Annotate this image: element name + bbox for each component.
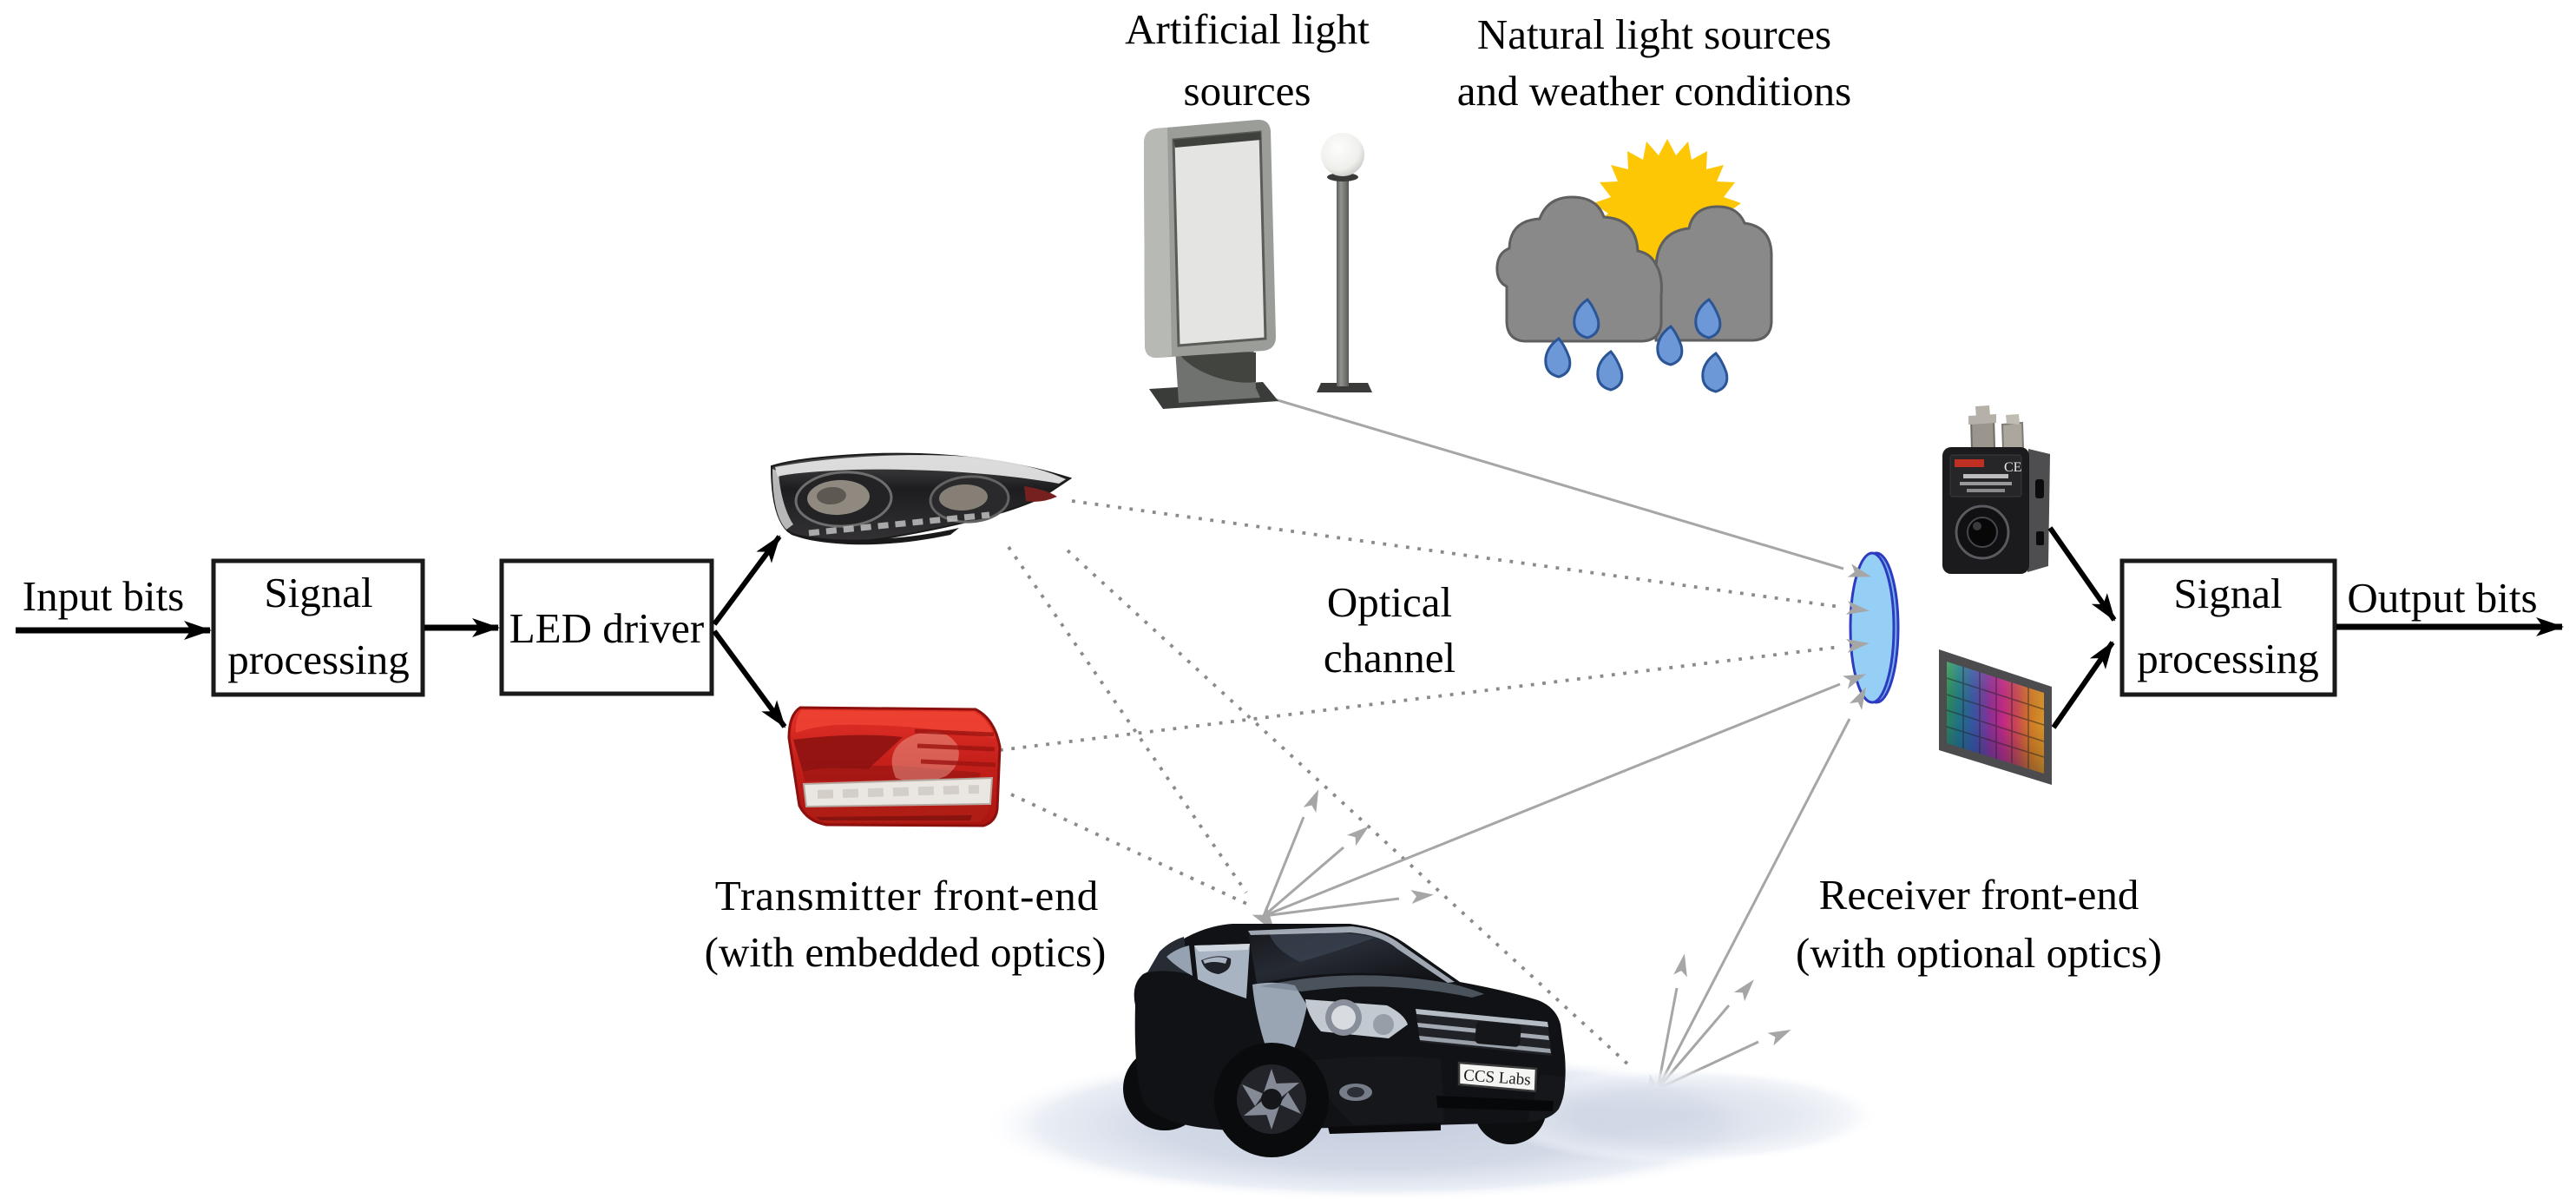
- svg-text:(with optional optics): (with optional optics): [1796, 929, 2162, 977]
- svg-text:Signal: Signal: [264, 569, 372, 616]
- svg-text:Receiver front-end: Receiver front-end: [1819, 871, 2139, 919]
- svg-text:Output bits: Output bits: [2347, 574, 2537, 622]
- svg-text:(with embedded optics): (with embedded optics): [705, 928, 1107, 976]
- svg-text:Optical: Optical: [1327, 578, 1452, 626]
- svg-text:processing: processing: [2137, 635, 2319, 682]
- svg-text:Transmitter front-end: Transmitter front-end: [715, 872, 1099, 919]
- svg-text:sources: sources: [1184, 67, 1311, 115]
- svg-text:and weather conditions: and weather conditions: [1457, 67, 1851, 115]
- svg-text:Signal: Signal: [2173, 570, 2282, 617]
- svg-text:CE: CE: [2004, 460, 2021, 475]
- svg-text:LED driver: LED driver: [509, 604, 705, 652]
- svg-text:Artificial light: Artificial light: [1125, 5, 1370, 53]
- svg-text:Input bits: Input bits: [23, 572, 184, 620]
- svg-text:processing: processing: [227, 636, 410, 683]
- svg-text:Natural light sources: Natural light sources: [1477, 10, 1831, 58]
- svg-text:channel: channel: [1324, 634, 1456, 682]
